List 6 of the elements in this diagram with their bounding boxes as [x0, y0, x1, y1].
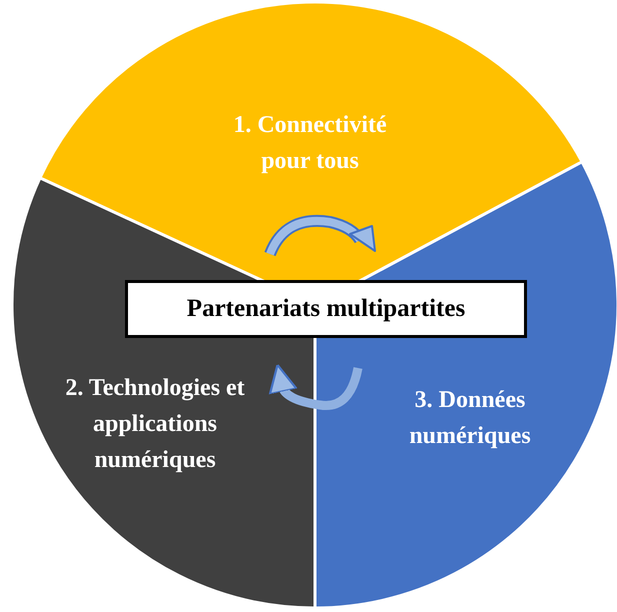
sector-label: 2. Technologies et applications numériques — [64, 374, 246, 475]
center-box — [125, 280, 527, 338]
sector-label: 1. Connectivité pour tous — [232, 111, 388, 176]
sector-label: 3. Données numériques — [408, 386, 532, 451]
center-label: Partenariats multipartites — [186, 294, 466, 324]
pie-sector — [40, 2, 582, 280]
